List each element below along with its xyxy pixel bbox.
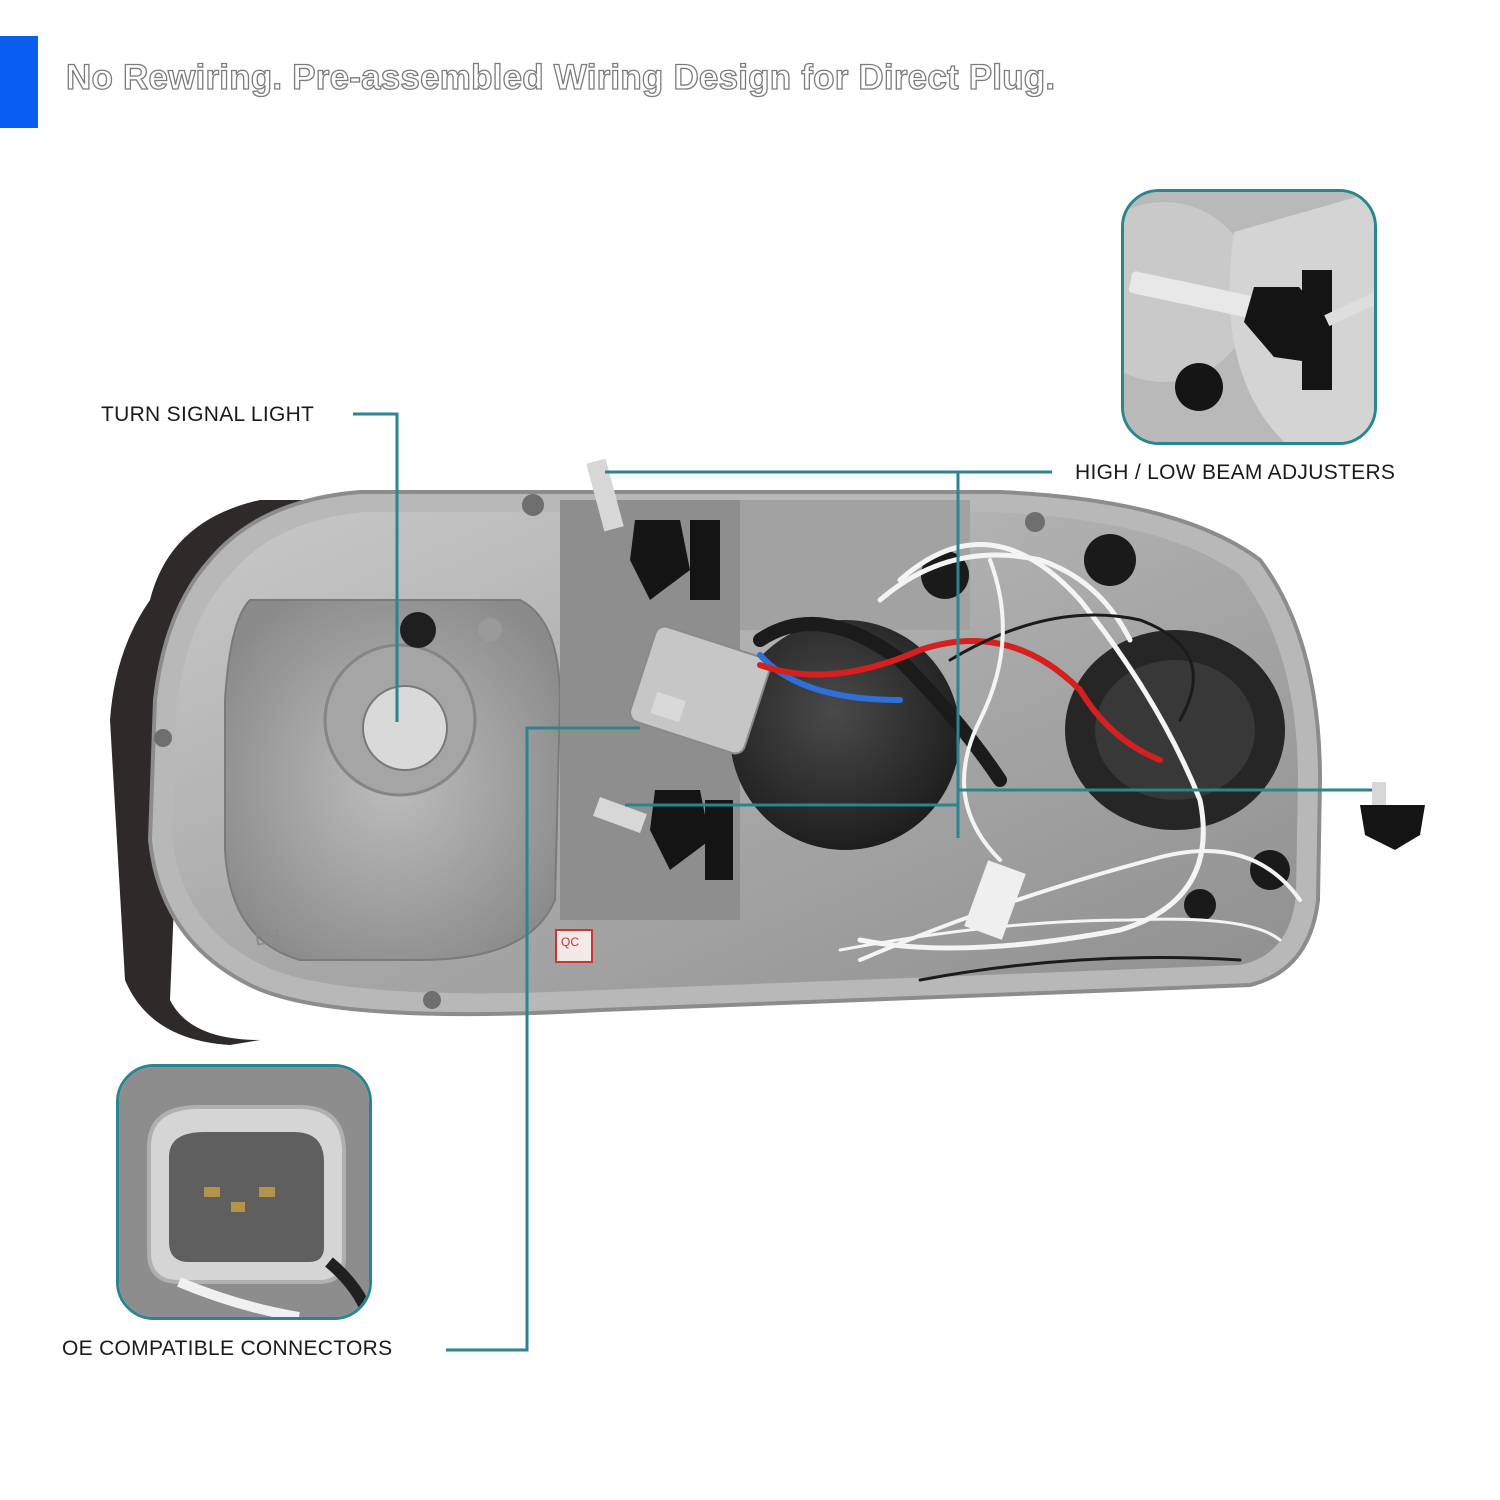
adjuster-closeup-inset	[1121, 189, 1377, 445]
lens-edge	[110, 500, 330, 1045]
wiring-harness	[753, 541, 1302, 982]
oe-connectors-label: OE COMPATIBLE CONNECTORS	[62, 1337, 393, 1360]
housing-lh-mark: LH	[253, 925, 281, 950]
dust-cap	[730, 620, 960, 850]
beam-adjuster-closeup-icon	[1124, 192, 1374, 442]
adjuster-top	[586, 458, 720, 600]
adjuster-bottom	[593, 790, 733, 880]
adjuster-right	[1360, 782, 1425, 850]
qc-sticker	[555, 929, 593, 963]
callout-lines	[353, 412, 1372, 1352]
wire-tag	[964, 860, 1026, 940]
connector-closeup-inset	[116, 1064, 372, 1320]
connector-plug-closeup-icon	[119, 1067, 369, 1317]
page-title: No Rewiring. Pre-assembled Wiring Design…	[65, 57, 1056, 97]
beam-adjusters-label: HIGH / LOW BEAM ADJUSTERS	[1075, 461, 1396, 484]
turn-signal-label: TURN SIGNAL LIGHT	[101, 403, 315, 426]
oe-connector	[629, 625, 771, 755]
qc-sticker-label: QC	[561, 935, 579, 949]
turn-signal-socket	[362, 685, 448, 771]
accent-bar	[0, 36, 38, 128]
